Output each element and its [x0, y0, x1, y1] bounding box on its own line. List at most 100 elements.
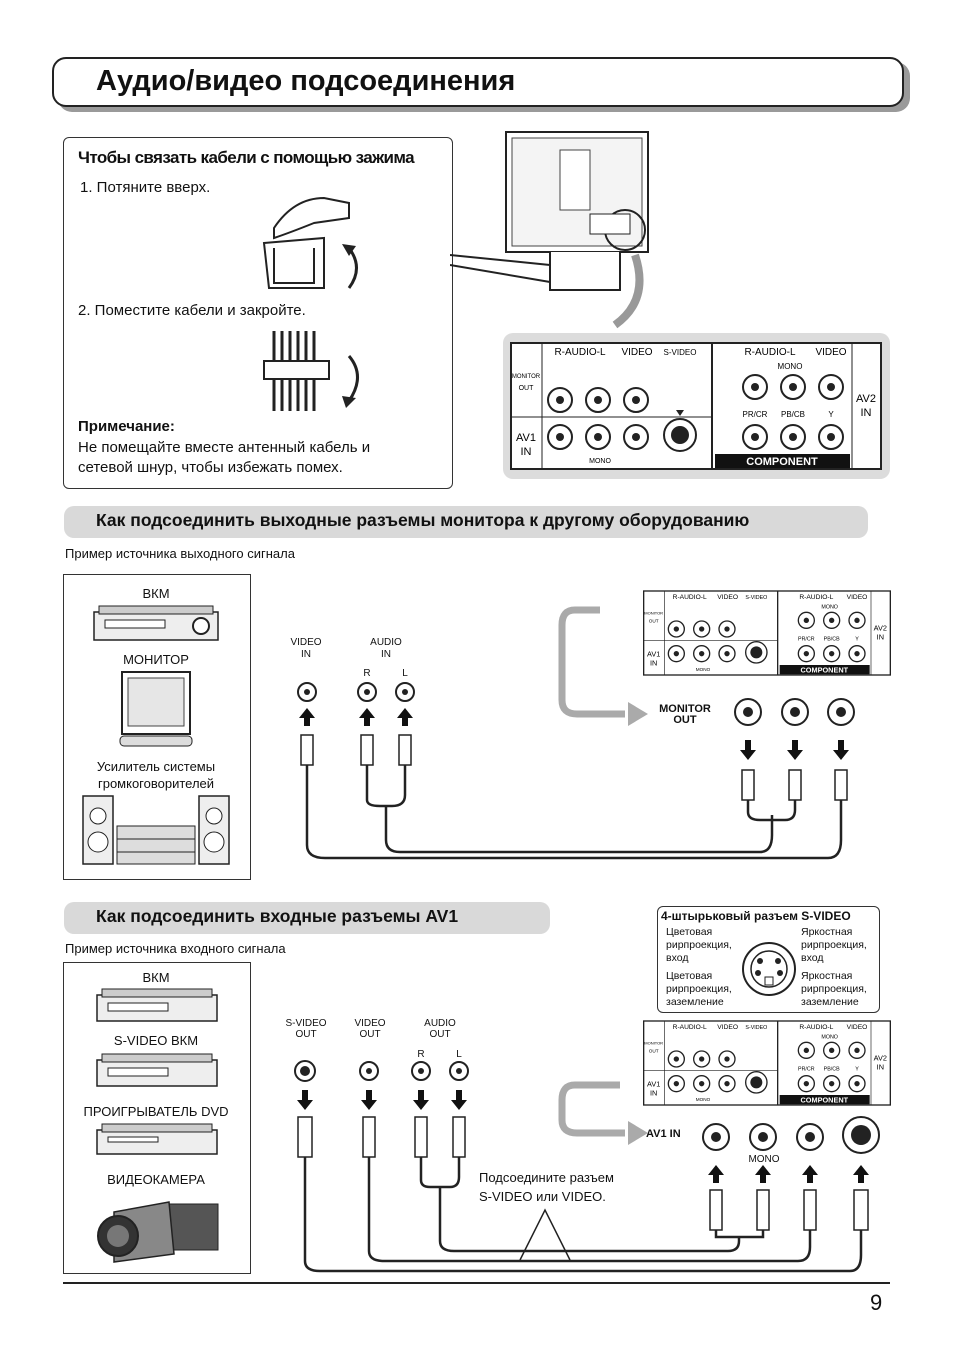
panel-y: Y: [828, 410, 834, 419]
chroma-gnd-line-3: заземление: [666, 996, 724, 1008]
monitor-out-line-1: MONITOR: [659, 703, 711, 715]
luma-in-text: Яркостная рирпроекция, вход: [801, 926, 867, 965]
panel-r-audio-l-2: R-AUDIO-L: [744, 347, 796, 358]
svideo-vcr-icon: [96, 1053, 218, 1087]
mini2-in-2: IN: [877, 1063, 884, 1072]
mini1-in: IN: [650, 659, 657, 668]
vcr-icon: [93, 605, 219, 641]
in-audio-l: L: [456, 1049, 462, 1060]
mini1-av1: AV1: [647, 649, 660, 658]
chroma-in-text: Цветовая рирпроекция, вход: [666, 926, 732, 965]
panel-video-2: VIDEO: [815, 347, 846, 358]
mini1-av2: AV2: [874, 623, 887, 632]
luma-in-line-2: рирпроекция,: [801, 939, 867, 951]
mini2-mono: MONO: [696, 1097, 711, 1102]
mini1-pb-cb: PB/CB: [824, 636, 840, 642]
panel-in: IN: [521, 446, 532, 458]
mini1-y: Y: [855, 636, 859, 642]
clamp-open-illustration: [262, 196, 358, 289]
mini1-mono: MONO: [696, 667, 711, 672]
svideo-pinout-box: 4-штырьковый разъем S-VIDEO Цветовая рир…: [657, 906, 880, 1013]
input-wiring-diagram: [294, 1060, 880, 1273]
in-audio-out-label: OUT: [429, 1029, 451, 1040]
input-device-camcorder-label: ВИДЕОКАМЕРА: [107, 1172, 205, 1187]
input-source-caption: Пример источника входного сигнала: [65, 941, 286, 956]
output-source-caption: Пример источника выходного сигнала: [65, 546, 295, 561]
out-video-label: VIDEO: [290, 637, 322, 648]
mini1-video: VIDEO: [717, 594, 738, 601]
mini1-video-2: VIDEO: [847, 594, 868, 601]
chroma-in-line-1: Цветовая: [666, 926, 713, 938]
page-title-box: Аудио/видео подсоединения: [52, 57, 904, 107]
panel-s-video: S-VIDEO: [664, 348, 697, 357]
vcr-icon-2: [96, 988, 218, 1022]
amp-line-2: громкоговорителей: [97, 776, 215, 791]
panel-av2: AV2: [856, 393, 876, 405]
output-section-heading-bar: Как подсоединить выходные разъемы монито…: [64, 506, 868, 538]
panel-out: OUT: [519, 385, 535, 392]
out-audio-in-label: IN: [381, 649, 391, 660]
input-device-svideo-vcr-label: S-VIDEO ВКМ: [113, 1033, 199, 1048]
output-device-monitor-label: МОНИТОР: [123, 652, 189, 667]
panel-monitor: MONITOR: [512, 374, 541, 380]
mini2-av2: AV2: [874, 1053, 887, 1062]
in-svideo-out-label: OUT: [295, 1029, 317, 1040]
tv-rear-illustration: [450, 131, 649, 329]
chroma-in-line-3: вход: [666, 952, 689, 964]
out-video-in-label: IN: [301, 649, 311, 660]
in-audio-label: AUDIO: [424, 1018, 456, 1029]
panel-mono-2: MONO: [778, 362, 803, 371]
mini2-r-audio-l: R-AUDIO-L: [673, 1024, 707, 1031]
page-number: 9: [870, 1290, 883, 1315]
mini1-monitor: MONITOR: [644, 610, 663, 615]
mini1-mono-2: MONO: [821, 604, 838, 610]
input-section-heading: Как подсоединить входные разъемы AV1: [96, 906, 459, 926]
output-wiring-diagram: [297, 606, 855, 860]
av1-in-mono-label: MONO: [748, 1154, 780, 1165]
panel-av1: AV1: [516, 432, 536, 444]
chroma-gnd-text: Цветовая рирпроекция, заземление: [666, 970, 732, 1009]
panel-pr-cr: PR/CR: [743, 410, 768, 419]
mini2-video-2: VIDEO: [847, 1024, 868, 1031]
panel-r-audio-l: R-AUDIO-L: [554, 347, 606, 358]
mini2-component: COMPONENT: [801, 1095, 849, 1104]
clamp-instructions-box: Чтобы связать кабели с помощью зажима 1.…: [63, 137, 453, 489]
in-svideo-label: S-VIDEO: [285, 1018, 327, 1029]
mini2-pr-cr: PR/CR: [798, 1066, 815, 1072]
out-audio-r: R: [363, 668, 371, 679]
panel-mono: MONO: [589, 458, 611, 465]
panel-in-2: IN: [861, 407, 872, 419]
mini1-component: COMPONENT: [801, 665, 849, 674]
luma-in-line-3: вход: [801, 952, 824, 964]
mini1-out: OUT: [649, 618, 659, 623]
luma-gnd-line-3: заземление: [801, 996, 859, 1008]
connector-panel-top-drawing: R-AUDIO-L VIDEO S-VIDEO R-AUDIO-L VIDEO …: [510, 342, 882, 470]
in-video-label: VIDEO: [354, 1018, 386, 1029]
camcorder-icon: [97, 1201, 219, 1263]
luma-gnd-line-1: Яркостная: [801, 970, 853, 982]
mini1-in-2: IN: [877, 633, 884, 642]
clamp-step-2: 2. Поместите кабели и закройте.: [78, 302, 306, 319]
mini2-video: VIDEO: [717, 1024, 738, 1031]
connector-panel-input-mini: R-AUDIO-L VIDEO S-VIDEO R-AUDIO-L VIDEO …: [643, 1020, 891, 1106]
mini2-pb-cb: PB/CB: [824, 1066, 840, 1072]
mini2-r-audio-l-2: R-AUDIO-L: [799, 1024, 833, 1031]
luma-gnd-text: Яркостная рирпроекция, заземление: [801, 970, 867, 1009]
mini2-out: OUT: [649, 1048, 659, 1053]
mini2-monitor: MONITOR: [644, 1040, 663, 1045]
av1-in-label: AV1 IN: [646, 1128, 681, 1140]
svideo-pinout-heading: 4-штырьковый разъем S-VIDEO: [661, 909, 851, 923]
mini2-mono-2: MONO: [821, 1034, 838, 1040]
note-line-2: сетевой шнур, чтобы избежать помех.: [78, 459, 343, 476]
clamp-heading: Чтобы связать кабели с помощью зажима: [78, 148, 415, 167]
clamp-step-1: 1. Потяните вверх.: [80, 179, 211, 196]
panel-component: COMPONENT: [746, 456, 818, 468]
amp-line-1: Усилитель системы: [96, 759, 216, 774]
monitor-icon: [119, 671, 193, 747]
panel-pb-cb: PB/CB: [781, 410, 805, 419]
chroma-gnd-line-1: Цветовая: [666, 970, 713, 982]
mini1-r-audio-l: R-AUDIO-L: [673, 594, 707, 601]
dvd-player-icon: [96, 1123, 218, 1155]
output-section-heading: Как подсоединить выходные разъемы монито…: [96, 510, 750, 530]
input-device-dvd-label: ПРОИГРЫВАТЕЛЬ DVD: [83, 1104, 229, 1119]
